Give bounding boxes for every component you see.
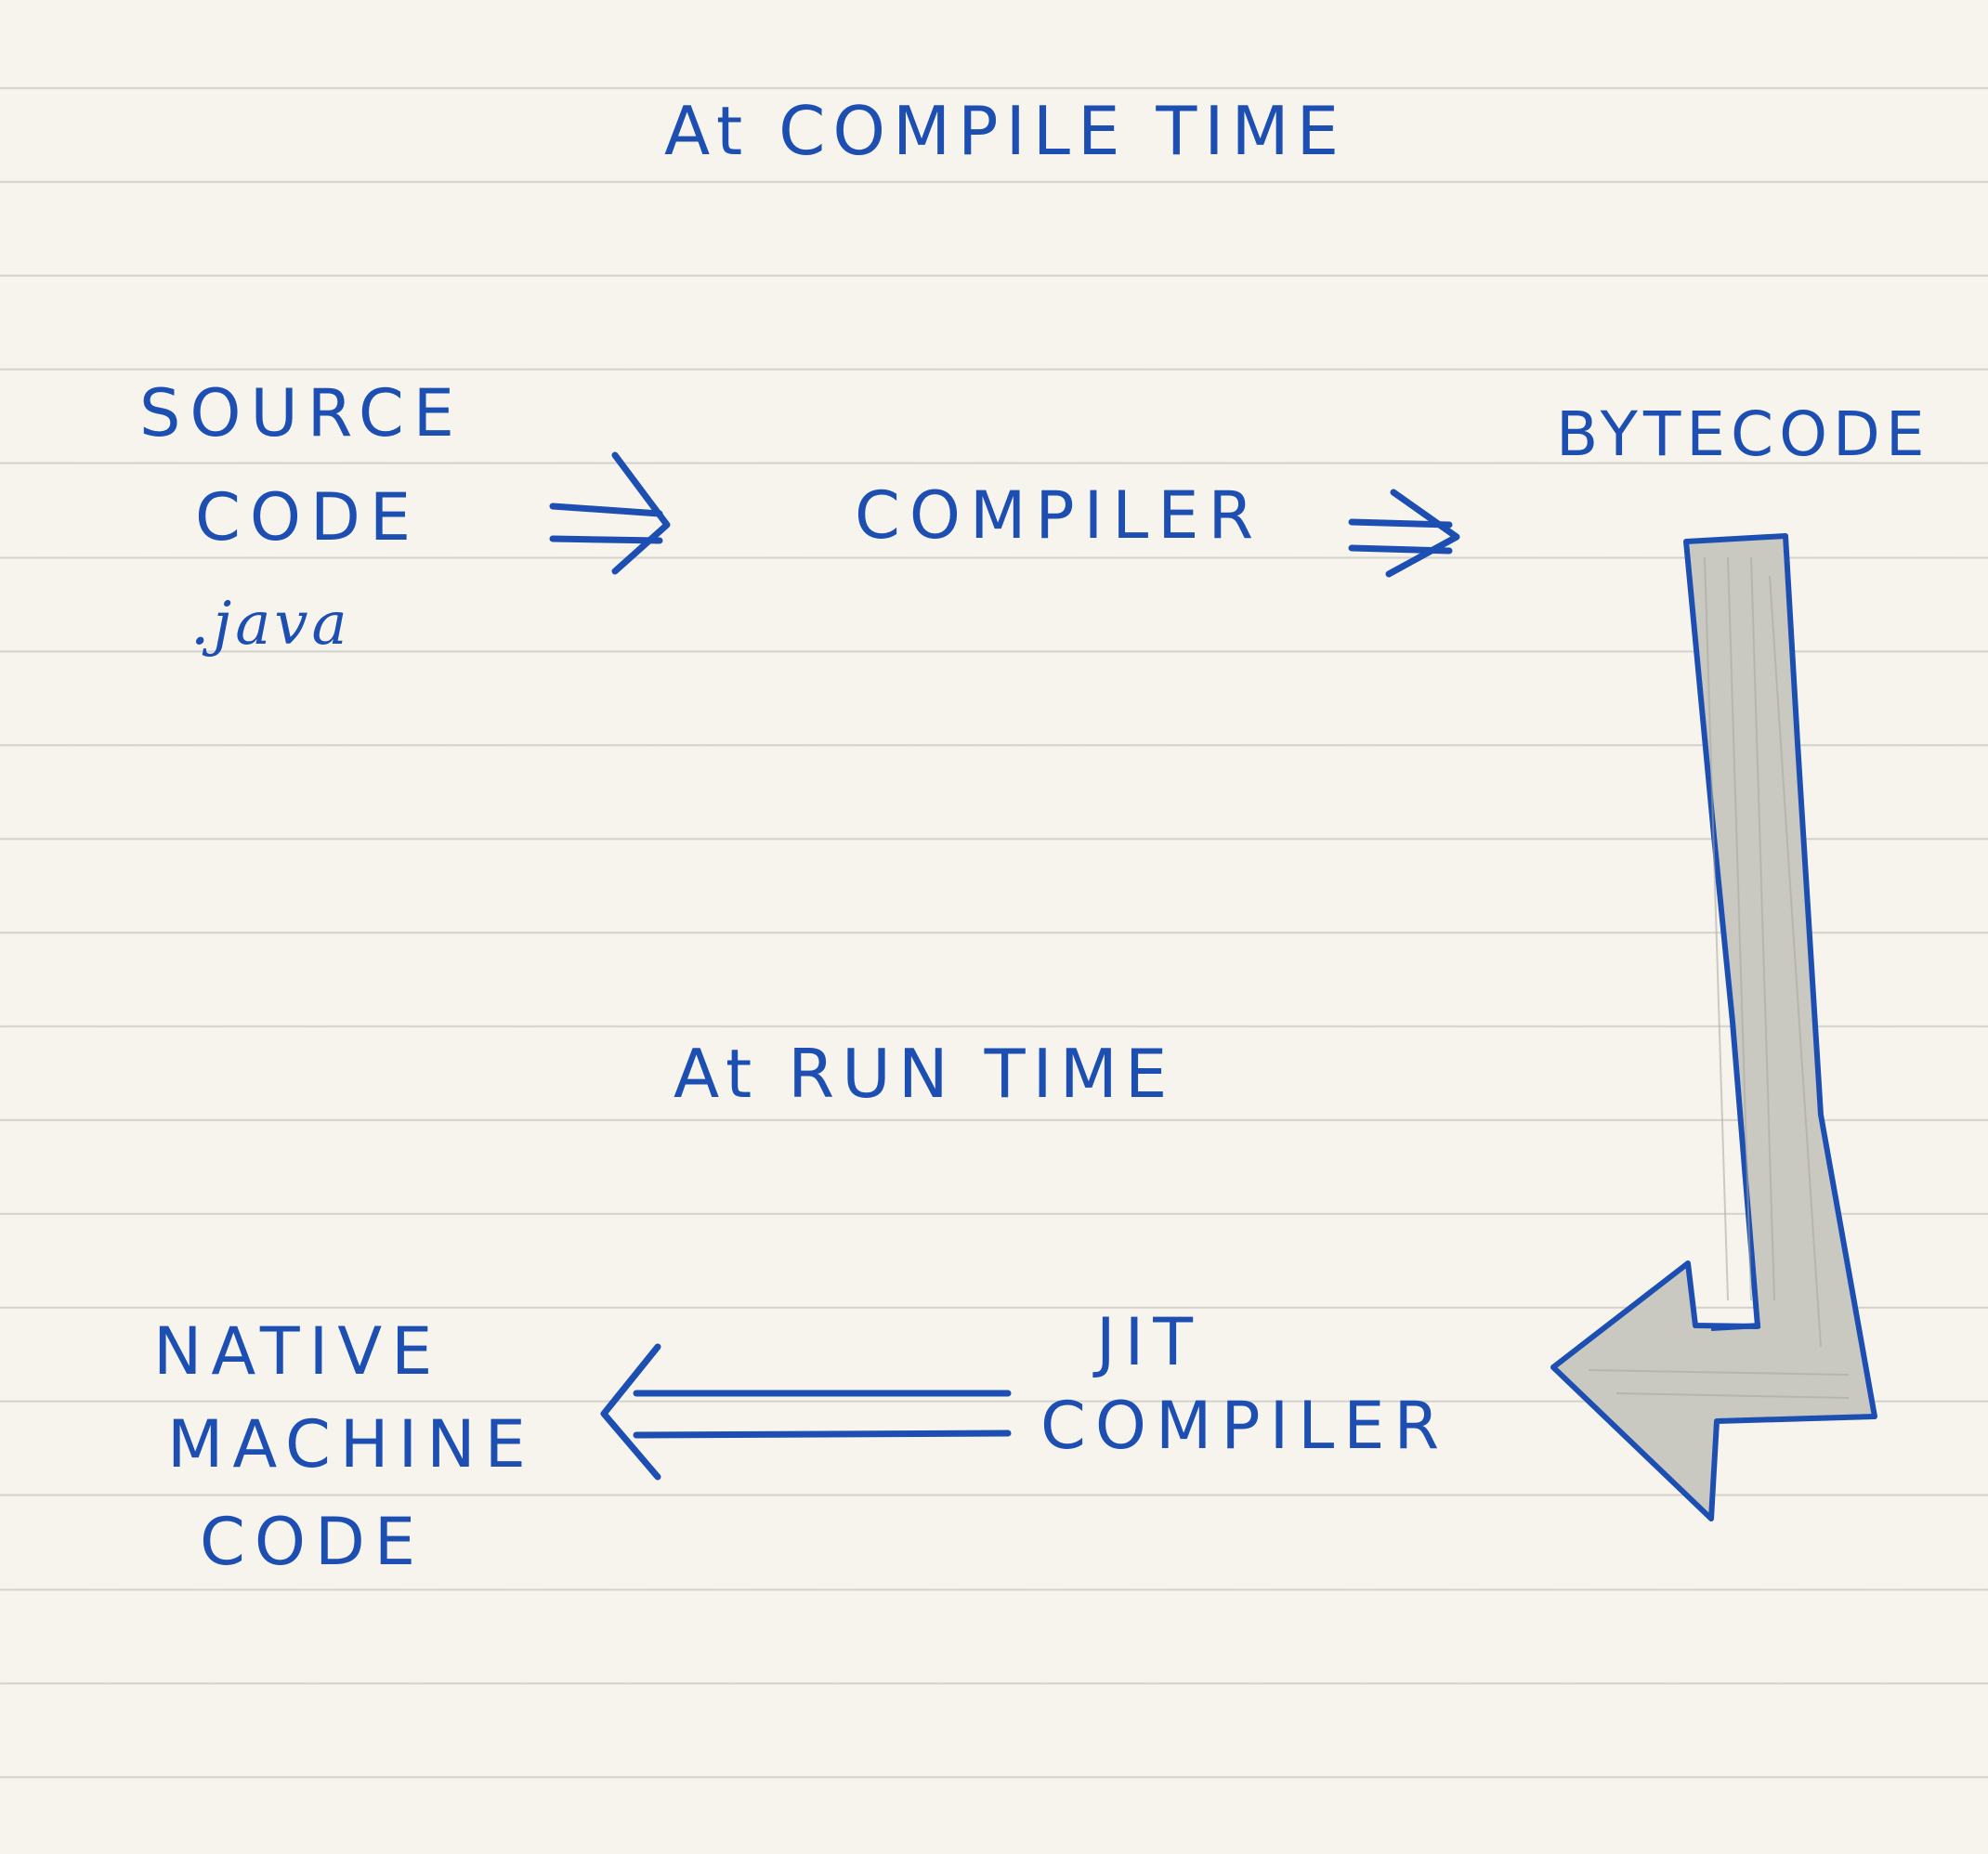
native-label: NATIVE [153, 1313, 442, 1390]
double-arrow-source-to-compiler [549, 451, 671, 575]
arrow-inner-notch [1710, 1323, 1761, 1331]
compile-time-heading: At COMPILE TIME [664, 92, 1347, 170]
bytecode-to-jit-arrow [1550, 533, 1877, 1521]
double-arrow-compiler-to-bytecode [1348, 489, 1460, 578]
bytecode-label: BYTECODE [1556, 398, 1930, 470]
arrow-pencil-shading [1588, 556, 1850, 1399]
java-extension-label: .java [190, 590, 351, 659]
compiler-label: COMPILER [855, 477, 1263, 554]
double-arrow-jit-to-native [600, 1343, 1012, 1481]
machine-label: MACHINE [167, 1406, 535, 1482]
source-code-label-line1: SOURCE [139, 375, 464, 451]
jit-compiler-label: COMPILER [1040, 1388, 1449, 1464]
run-time-heading: At RUN TIME [674, 1035, 1175, 1113]
source-code-label-line2: CODE [195, 479, 421, 555]
jit-label: JIT [1096, 1304, 1203, 1380]
native-code-label: CODE [200, 1504, 425, 1580]
